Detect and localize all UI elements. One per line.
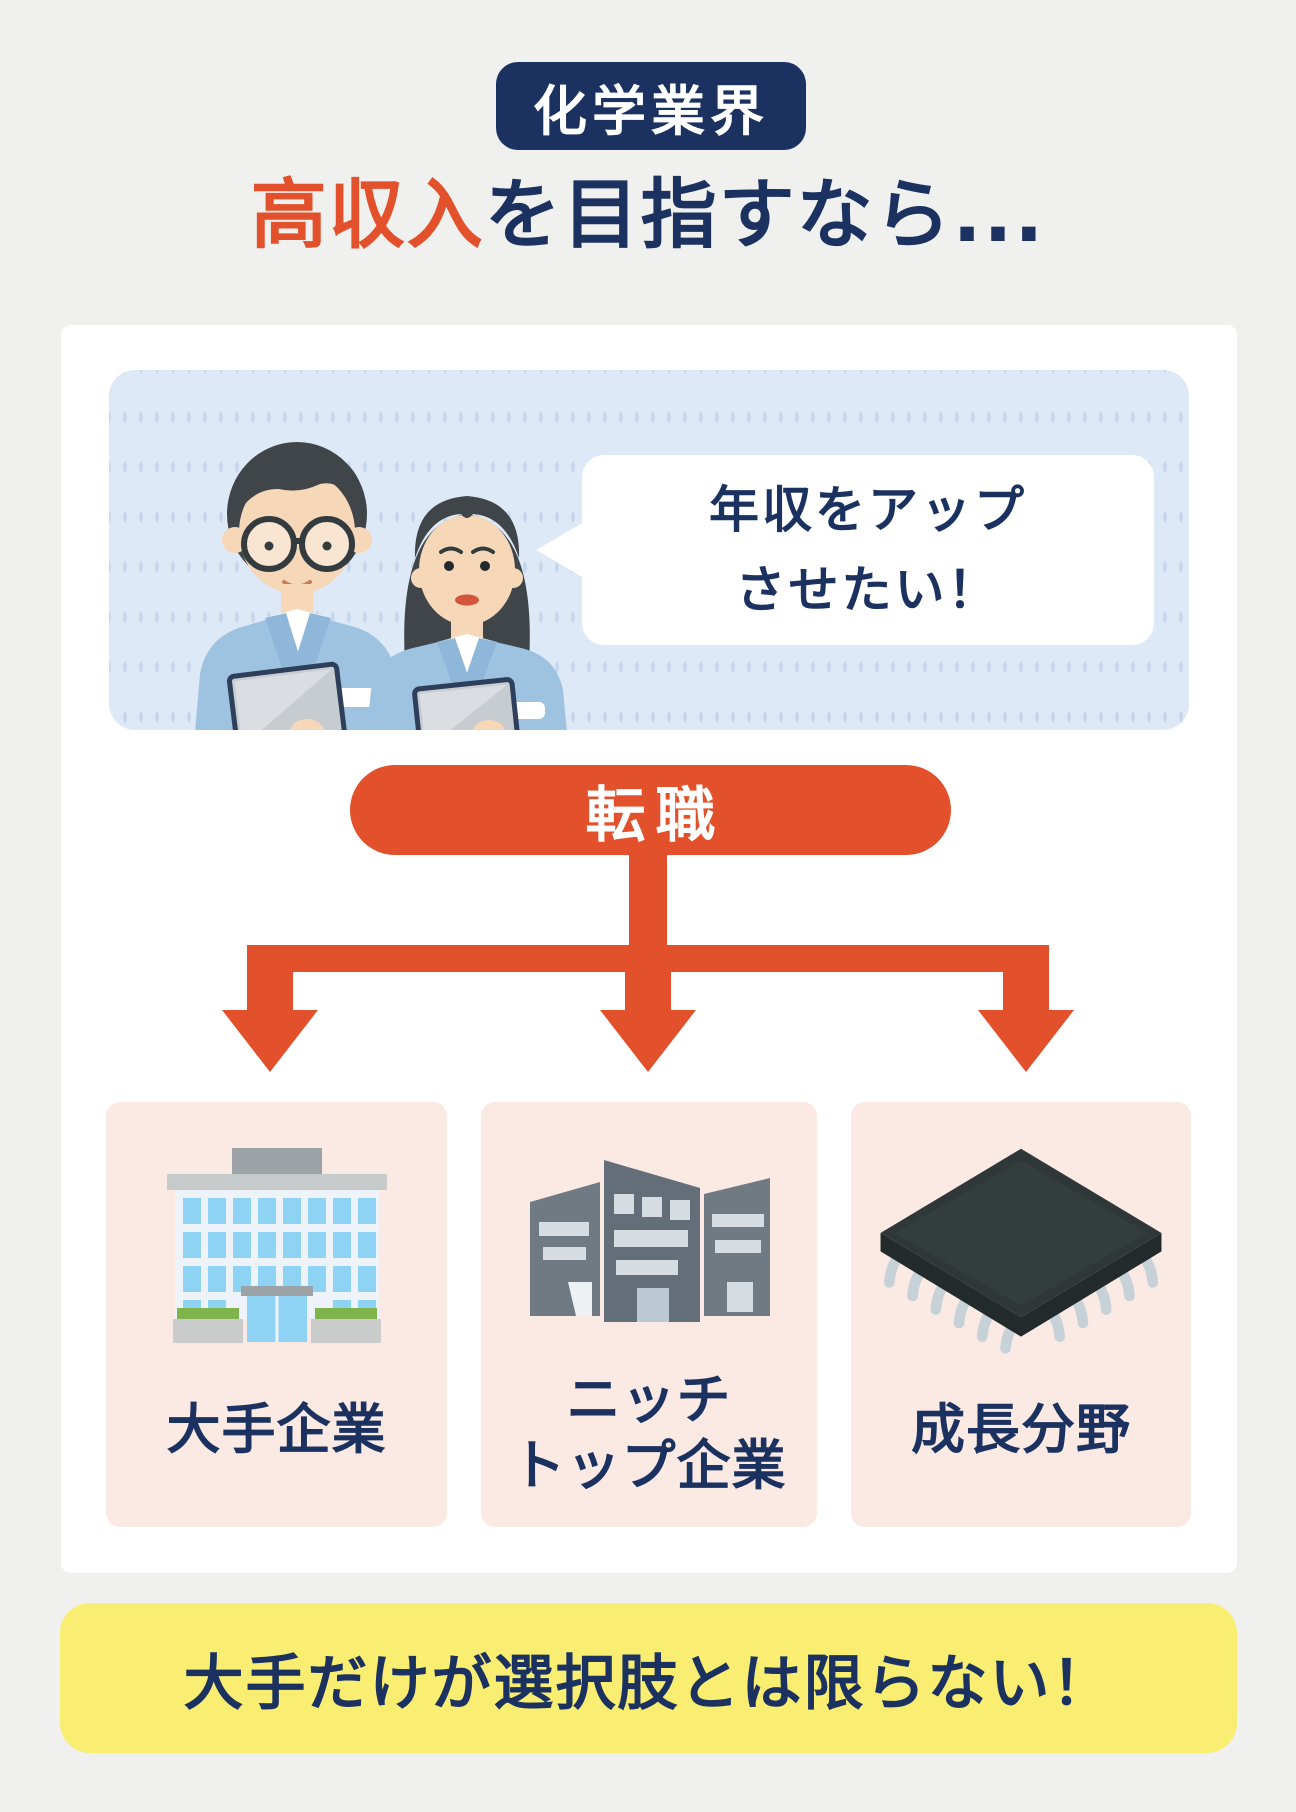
man-worker-icon xyxy=(195,442,401,730)
office-building-icon xyxy=(166,1148,387,1343)
job-change-pill: 転職 xyxy=(350,765,951,855)
branch-arrows-icon xyxy=(222,854,1074,1072)
option-card-niche-top: ニッチ トップ企業 xyxy=(481,1102,817,1527)
main-card: 年収をアップ させたい！ 転職 xyxy=(61,325,1237,1573)
speech-bubble-tail xyxy=(536,522,584,578)
city-buildings-icon xyxy=(530,1160,770,1322)
option-label: 大手企業 xyxy=(166,1398,387,1461)
title-highlight: 高収入 xyxy=(250,170,485,259)
bubble-text-line1: 年収をアップ xyxy=(709,481,1027,539)
page-title: 高収入を目指すなら... xyxy=(0,172,1296,257)
conclusion-banner: 大手だけが選択肢とは限らない！ xyxy=(60,1603,1237,1753)
option-label: 成長分野 xyxy=(911,1398,1131,1461)
woman-worker-icon xyxy=(367,496,567,730)
option-label-line1: ニッチ xyxy=(566,1368,732,1431)
option-card-major-company: 大手企業 xyxy=(106,1102,447,1527)
title-rest: を目指すなら... xyxy=(484,170,1046,259)
workers-illustration-icon xyxy=(195,442,567,730)
industry-badge: 化学業界 xyxy=(496,62,806,150)
option-label-line2: トップ企業 xyxy=(511,1434,787,1497)
bubble-text-line2: させたい！ xyxy=(735,561,1001,619)
option-card-growth-field: 成長分野 xyxy=(851,1102,1191,1527)
microchip-icon xyxy=(880,1148,1162,1354)
speech-bubble: 年収をアップ させたい！ xyxy=(536,455,1154,645)
